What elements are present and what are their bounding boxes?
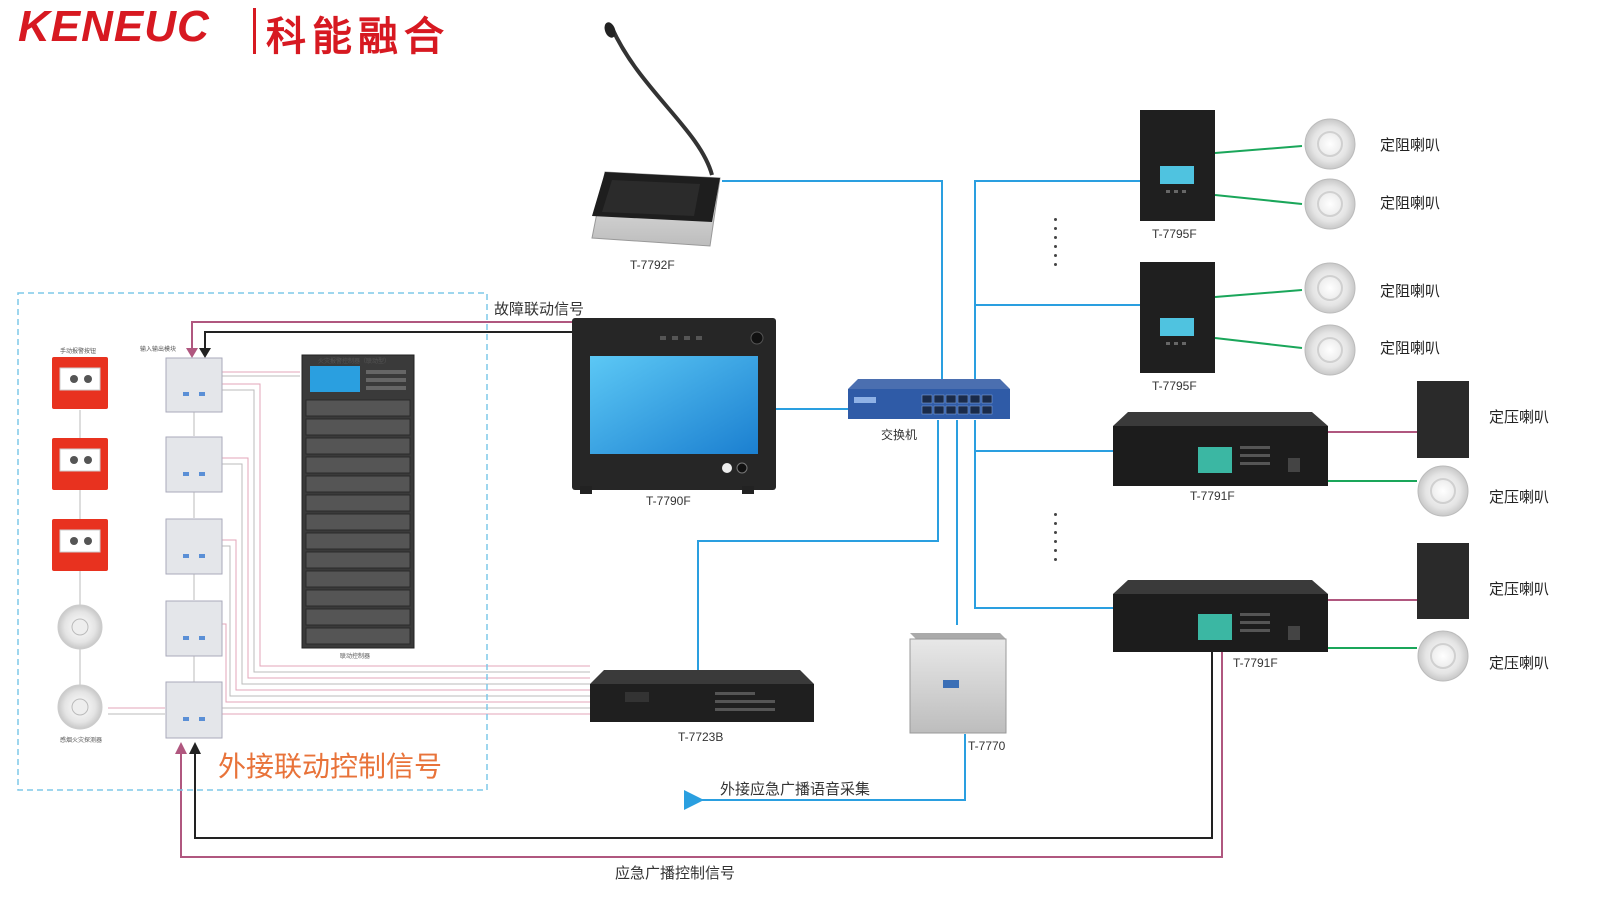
line-to-amp-bottom bbox=[974, 451, 1113, 609]
control-lines bbox=[175, 321, 1223, 858]
ext-link-control-label: 外接联动控制信号 bbox=[218, 750, 443, 783]
amp-bottom-label: T-7791F bbox=[1233, 656, 1278, 670]
amplifier-bottom bbox=[1113, 580, 1328, 652]
more-amplifiers-ellipsis bbox=[1054, 513, 1057, 567]
line-emergency-pink bbox=[180, 652, 1223, 858]
speaker-label: 定阻喇叭 bbox=[1380, 194, 1441, 212]
manual-alarm-label: 手动报警按钮 bbox=[60, 348, 97, 355]
speaker-label: 定阻喇叭 bbox=[1380, 339, 1441, 357]
ceiling-speaker-centers bbox=[1317, 131, 1456, 669]
ceiling-speakers bbox=[1304, 118, 1469, 682]
fire-system-box bbox=[17, 292, 488, 791]
io-modules bbox=[165, 357, 223, 739]
line-fault-pink bbox=[191, 321, 572, 350]
line-7770-audio bbox=[684, 734, 966, 810]
speaker-label: 定阻喇叭 bbox=[1380, 282, 1441, 300]
line-mic-to-switch bbox=[722, 180, 943, 389]
decoder-mid-label: T-7795F bbox=[1152, 379, 1197, 393]
controller-label: 联动控制器 bbox=[340, 653, 371, 660]
line-to-amp-top bbox=[974, 420, 1113, 452]
fire-alarm-controller bbox=[301, 354, 415, 649]
line-switch-trunk bbox=[974, 180, 1140, 389]
line-fault-black bbox=[204, 331, 572, 350]
amplifier-top bbox=[1113, 412, 1328, 486]
line-switch-to-7723b bbox=[697, 420, 939, 673]
network-lines bbox=[684, 180, 1140, 810]
line-d1-s1 bbox=[1214, 145, 1303, 154]
emergency-control-label: 应急广播控制信号 bbox=[615, 864, 736, 882]
control-unit-label: T-7723B bbox=[678, 730, 724, 744]
speaker-label: 定压喇叭 bbox=[1489, 408, 1550, 426]
smoke-detector bbox=[57, 604, 103, 650]
controller-title: 火灾报警控制器（联动型） bbox=[318, 358, 391, 365]
decoder-panel-mid bbox=[1140, 262, 1215, 373]
mic-console-label: T-7792F bbox=[630, 258, 675, 272]
smoke-detector-label: 感烟火灾探测器 bbox=[60, 737, 103, 744]
switch-label: 交换机 bbox=[881, 428, 918, 442]
speaker-label: 定压喇叭 bbox=[1489, 488, 1550, 506]
brand-logo: KENEUC bbox=[18, 2, 210, 51]
io-module-leds bbox=[183, 392, 205, 721]
smoke-detector bbox=[57, 684, 103, 730]
line-d1-s2 bbox=[1214, 194, 1303, 205]
decoder-panel-top bbox=[1140, 110, 1215, 221]
amp-top-label: T-7791F bbox=[1190, 489, 1235, 503]
mic-console bbox=[591, 22, 721, 247]
speaker-label: 定阻喇叭 bbox=[1380, 136, 1441, 154]
line-d2-s1 bbox=[1214, 289, 1303, 298]
main-host bbox=[572, 318, 776, 494]
fault-link-signal-label: 故障联动信号 bbox=[494, 300, 585, 318]
manual-alarm-button bbox=[52, 519, 108, 571]
manual-alarm-button bbox=[52, 438, 108, 490]
line-emergency-black bbox=[194, 652, 1213, 839]
main-host-label: T-7790F bbox=[646, 494, 691, 508]
control-unit bbox=[590, 670, 814, 722]
brand-logo-chinese: 科能融合 bbox=[266, 14, 450, 60]
logo-divider bbox=[253, 8, 256, 54]
box-speakers bbox=[1417, 381, 1469, 619]
decoder-top-label: T-7795F bbox=[1152, 227, 1197, 241]
manual-alarm-button bbox=[52, 357, 108, 409]
audio-collector bbox=[909, 633, 1007, 734]
more-decoders-ellipsis bbox=[1054, 218, 1057, 272]
speaker-label: 定压喇叭 bbox=[1489, 654, 1550, 672]
io-module-label: 输入输出模块 bbox=[140, 346, 177, 353]
collector-label: T-7770 bbox=[968, 739, 1006, 753]
line-d2-s2 bbox=[1214, 337, 1303, 349]
network-switch bbox=[848, 379, 1010, 419]
speaker-label: 定压喇叭 bbox=[1489, 580, 1550, 598]
speaker-lines bbox=[1214, 145, 1417, 649]
ext-emergency-audio-label: 外接应急广播语音采集 bbox=[720, 780, 871, 798]
